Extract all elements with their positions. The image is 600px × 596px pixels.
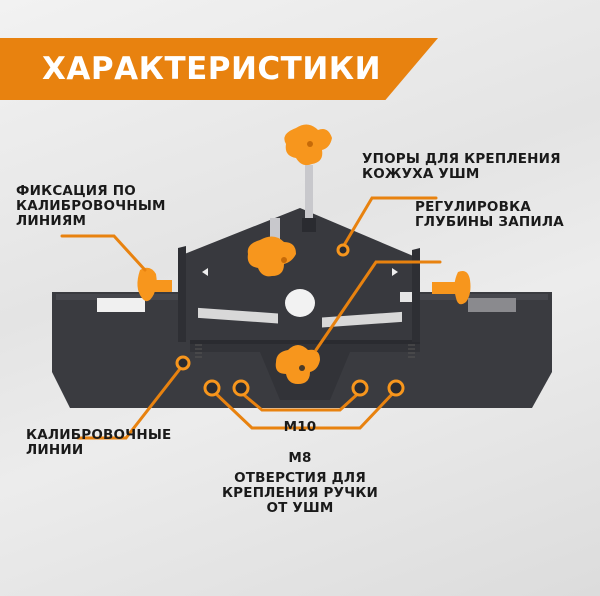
callout-m8: M8 bbox=[288, 450, 312, 466]
page-title: ХАРАКТЕРИСТИКИ bbox=[42, 51, 382, 87]
callout-calibration: КАЛИБРОВОЧНЫЕ ЛИНИИ bbox=[26, 427, 172, 458]
knobs bbox=[137, 124, 471, 384]
title-banner bbox=[0, 38, 438, 100]
callout-holes: ОТВЕРСТИЯ ДЛЯ КРЕПЛЕНИЯ РУЧКИ ОТ УШМ bbox=[221, 470, 379, 516]
callout-lines bbox=[60, 196, 442, 440]
callout-depth: РЕГУЛИРОВКА ГЛУБИНЫ ЗАПИЛА bbox=[415, 199, 564, 230]
tool-frame bbox=[178, 208, 420, 342]
callout-m10: M10 bbox=[283, 419, 317, 435]
callout-stops: УПОРЫ ДЛЯ КРЕПЛЕНИЯ КОЖУХА УШМ bbox=[362, 151, 561, 182]
hole-markers bbox=[175, 243, 405, 397]
callout-fixation: ФИКСАЦИЯ ПО КАЛИБРОВОЧНЫМ ЛИНИЯМ bbox=[16, 183, 166, 229]
